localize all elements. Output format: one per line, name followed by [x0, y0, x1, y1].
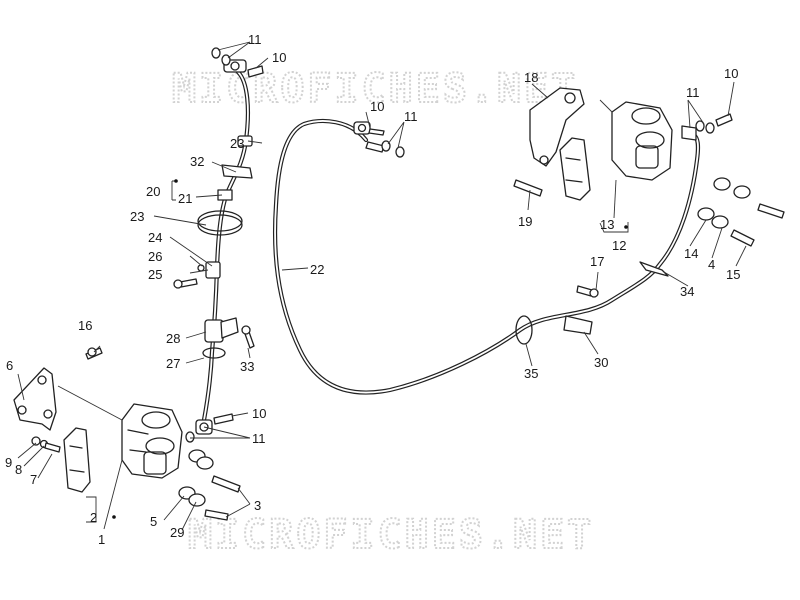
rear-caliper-bracket [529, 87, 585, 167]
rear-brake-pads [559, 137, 591, 201]
callout-5: 5 [150, 514, 157, 529]
rear-small-parts [513, 113, 785, 277]
callout-10: 10 [724, 66, 738, 81]
callout-18: 18 [524, 70, 538, 85]
callout-1: 1 [98, 532, 105, 547]
callout-20: 20 [146, 184, 160, 199]
callout-15: 15 [726, 267, 740, 282]
callout-33: 33 [240, 359, 254, 374]
callout-24: 24 [148, 230, 162, 245]
callout-27: 27 [166, 356, 180, 371]
callout-7: 7 [30, 472, 37, 487]
leader-lines [17, 41, 747, 531]
callout-19: 19 [518, 214, 532, 229]
callout-labels: 11 10 23 32 20 21 23 24 26 25 16 28 33 2… [5, 32, 740, 547]
callout-30: 30 [594, 355, 608, 370]
upper-banjo-fitting [211, 47, 264, 78]
callout-10: 10 [370, 99, 384, 114]
callout-29: 29 [170, 525, 184, 540]
callout-4: 4 [708, 257, 715, 272]
callout-26: 26 [148, 249, 162, 264]
callout-23: 23 [130, 209, 144, 224]
front-brake-pads [63, 427, 91, 493]
center-clips [515, 285, 599, 345]
hose-guide-bracket [202, 317, 255, 359]
callout-14: 14 [684, 246, 698, 261]
callout-3: 3 [254, 498, 261, 513]
callout-11: 11 [686, 85, 700, 100]
callout-11: 11 [404, 109, 418, 124]
callout-21: 21 [178, 191, 192, 206]
callout-17: 17 [590, 254, 604, 269]
callout-11: 11 [252, 431, 266, 446]
assembly-dot-13 [624, 225, 628, 229]
center-banjo-fitting [353, 121, 405, 158]
assembly-dot-20 [174, 179, 178, 183]
assembly-dot-2 [112, 515, 116, 519]
callout-28: 28 [166, 331, 180, 346]
callout-25: 25 [148, 267, 162, 282]
hose-clamps-upper [197, 135, 253, 236]
callout-35: 35 [524, 366, 538, 381]
front-caliper-bracket [13, 367, 57, 431]
callout-10: 10 [272, 50, 286, 65]
callout-34: 34 [680, 284, 694, 299]
callout-13: 13 [600, 217, 614, 232]
rear-caliper [611, 101, 673, 181]
callout-8: 8 [15, 462, 22, 477]
callout-32: 32 [190, 154, 204, 169]
rear-brake-hose [272, 118, 701, 395]
watermark-bottom: MICROFICHES.NET [188, 512, 594, 558]
front-caliper [121, 403, 183, 479]
front-small-parts [31, 347, 241, 521]
callout-9: 9 [5, 455, 12, 470]
callout-16: 16 [78, 318, 92, 333]
callout-2: 2 [90, 510, 97, 525]
callout-22: 22 [310, 262, 324, 277]
callout-11: 11 [248, 32, 262, 47]
mid-clip-and-bolt [173, 261, 221, 289]
callout-10: 10 [252, 406, 266, 421]
callout-12: 12 [612, 238, 626, 253]
callout-23: 23 [230, 136, 244, 151]
callout-6: 6 [6, 358, 13, 373]
